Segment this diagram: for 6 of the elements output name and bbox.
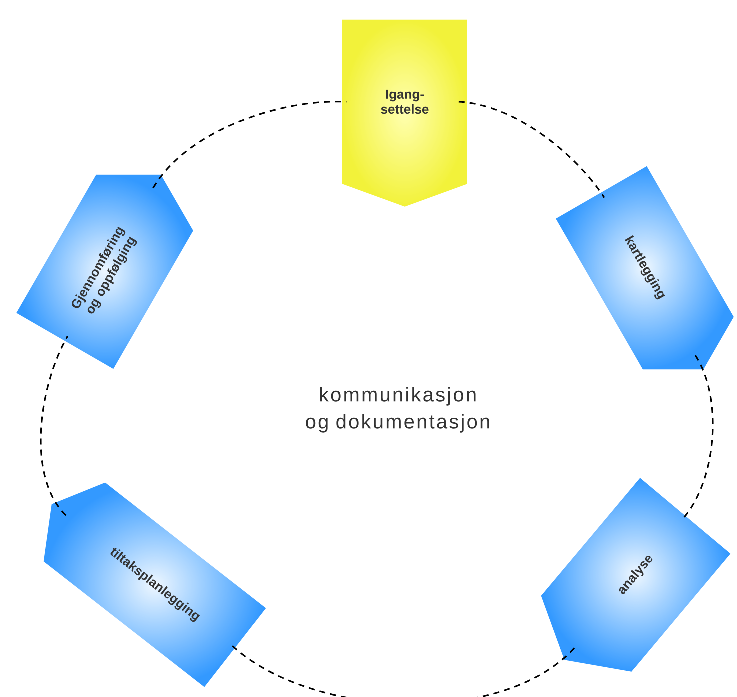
process-arrow: Igang-settelse <box>381 90 429 114</box>
dashed-arc <box>40 336 68 516</box>
dashed-arc <box>682 355 714 520</box>
dashed-arc <box>152 101 347 189</box>
center-text: kommunikasjon og dokumentasjon <box>306 387 490 433</box>
dashed-arc <box>229 642 576 697</box>
